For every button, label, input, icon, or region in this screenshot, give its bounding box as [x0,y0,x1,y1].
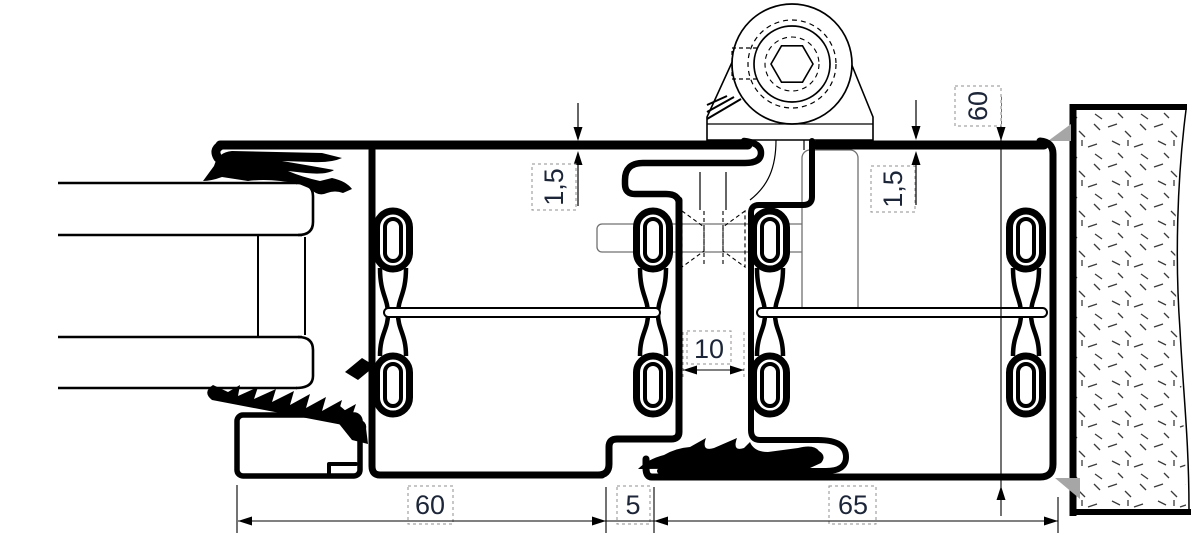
dim-label-right-15: 1,5 [878,170,908,208]
dim-label-depth-60: 60 [963,91,993,121]
rebate-hook [327,462,358,476]
wall-section [1048,104,1191,516]
hinge [706,3,874,201]
thermal-break-right [756,307,1048,318]
hinge-leaf-lines [699,172,727,210]
dim-left-sheet-thickness: 1,5 [531,103,583,211]
dim-center-gap: 10 [682,330,745,378]
hinge-neck [749,139,805,201]
hex-socket [770,44,814,83]
left-frame-profile [211,137,765,479]
right-frame-outer [642,137,1057,481]
left-frame-fold [621,137,765,208]
dim-bottom-chain: 60 5 65 [236,485,1059,533]
dim-frame-depth: 60 [954,85,1006,516]
left-frame-right-wall [594,196,683,479]
hinge-thread-circle [747,19,837,109]
anchor-wedge-bottom [1055,478,1080,499]
hinge-screws [681,209,746,269]
bottom-gasket-foot [336,406,368,444]
weld-hatch [706,95,742,120]
dim-label-joint-5: 5 [625,490,640,520]
door-leaf [58,181,315,390]
thermal-break-left [383,307,661,318]
floor-seal [638,438,824,469]
leaf-top-skin-end [295,181,315,237]
right-frame-fold [657,138,849,474]
gasket-carrier [345,358,375,380]
hinge-inner-dashed [764,36,820,92]
dim-label-frame-65: 65 [838,490,868,520]
dim-label-left-15: 1,5 [539,168,569,206]
bottom-gasket [207,385,367,433]
left-frame-left-wall [368,146,606,479]
right-frame-profile [642,137,1057,481]
wall-fill [1076,111,1186,509]
dim-right-sheet-thickness: 1,5 [870,100,921,213]
anchor-wedge-top [1048,124,1071,141]
dim-label-leaf-60: 60 [415,490,445,520]
dim-label-gap-10: 10 [694,334,724,364]
leaf-bottom-skin-end [295,335,315,390]
top-gasket [203,151,352,195]
hinge-plate [596,223,831,253]
wall-right-edge [1176,109,1190,511]
left-frame-top-sheet [211,140,753,163]
dimensions: 1,5 1,5 60 10 [236,85,1059,533]
